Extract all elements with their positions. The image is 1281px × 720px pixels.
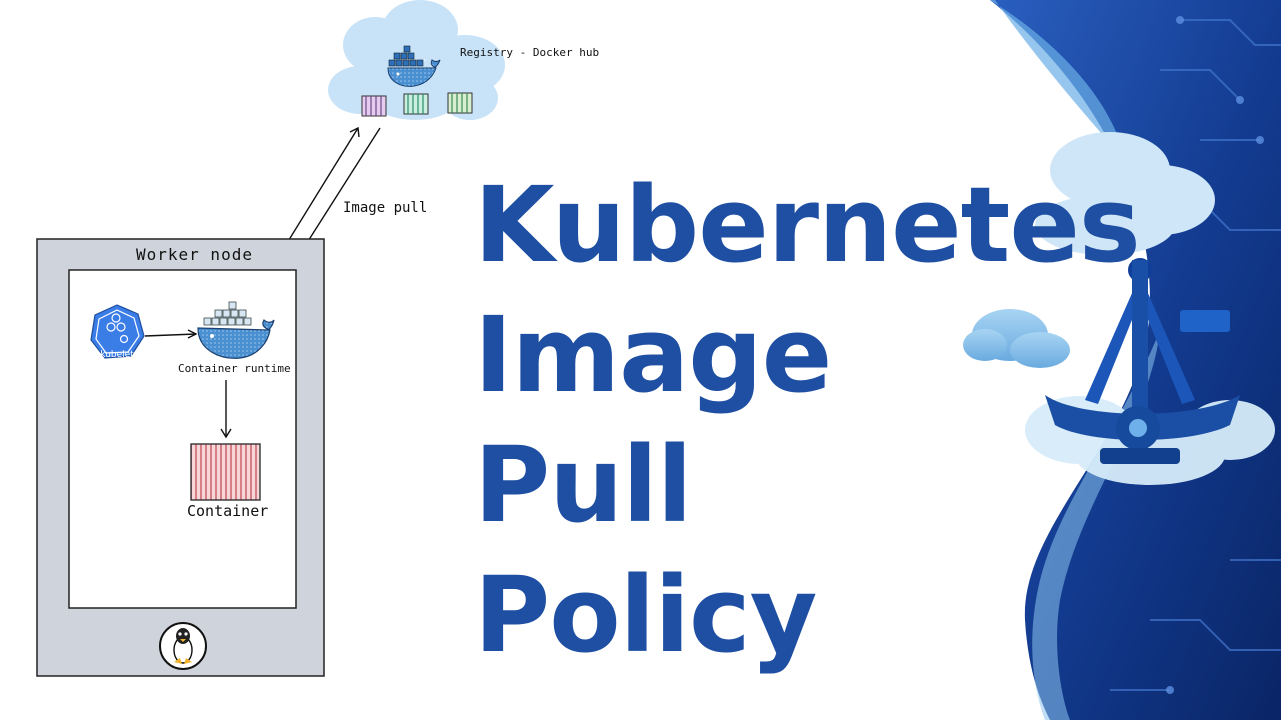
kubelet-label: kubelet: [100, 350, 134, 360]
title-line-2: Image: [474, 294, 832, 416]
docker-whale-icon: [387, 45, 441, 87]
container-icon: [190, 443, 261, 501]
registry-image-3: [447, 92, 473, 114]
container-label: Container: [187, 502, 269, 520]
registry-label: Registry - Docker hub: [460, 46, 600, 59]
worker-node-label: Worker node: [136, 245, 253, 264]
container-runtime-whale-icon: [197, 301, 275, 359]
title-line-1: Kubernetes: [474, 164, 1141, 286]
page-title: Kubernetes Image Pull Policy: [474, 160, 1141, 680]
kubelet-to-runtime-arrow: [144, 329, 198, 339]
title-line-3: Pull: [474, 424, 693, 546]
worker-node: [36, 238, 325, 677]
registry-image-1: [361, 95, 387, 117]
container-runtime-label: Container runtime: [178, 362, 291, 375]
pendulum-ride-icon: [1045, 258, 1240, 464]
runtime-to-container-arrow: [220, 380, 232, 439]
image-pull-label: Image pull: [343, 200, 428, 216]
registry-image-2: [403, 93, 429, 115]
title-line-4: Policy: [474, 554, 817, 676]
linux-tux-icon: [159, 622, 207, 670]
kubelet-icon: [90, 304, 145, 359]
